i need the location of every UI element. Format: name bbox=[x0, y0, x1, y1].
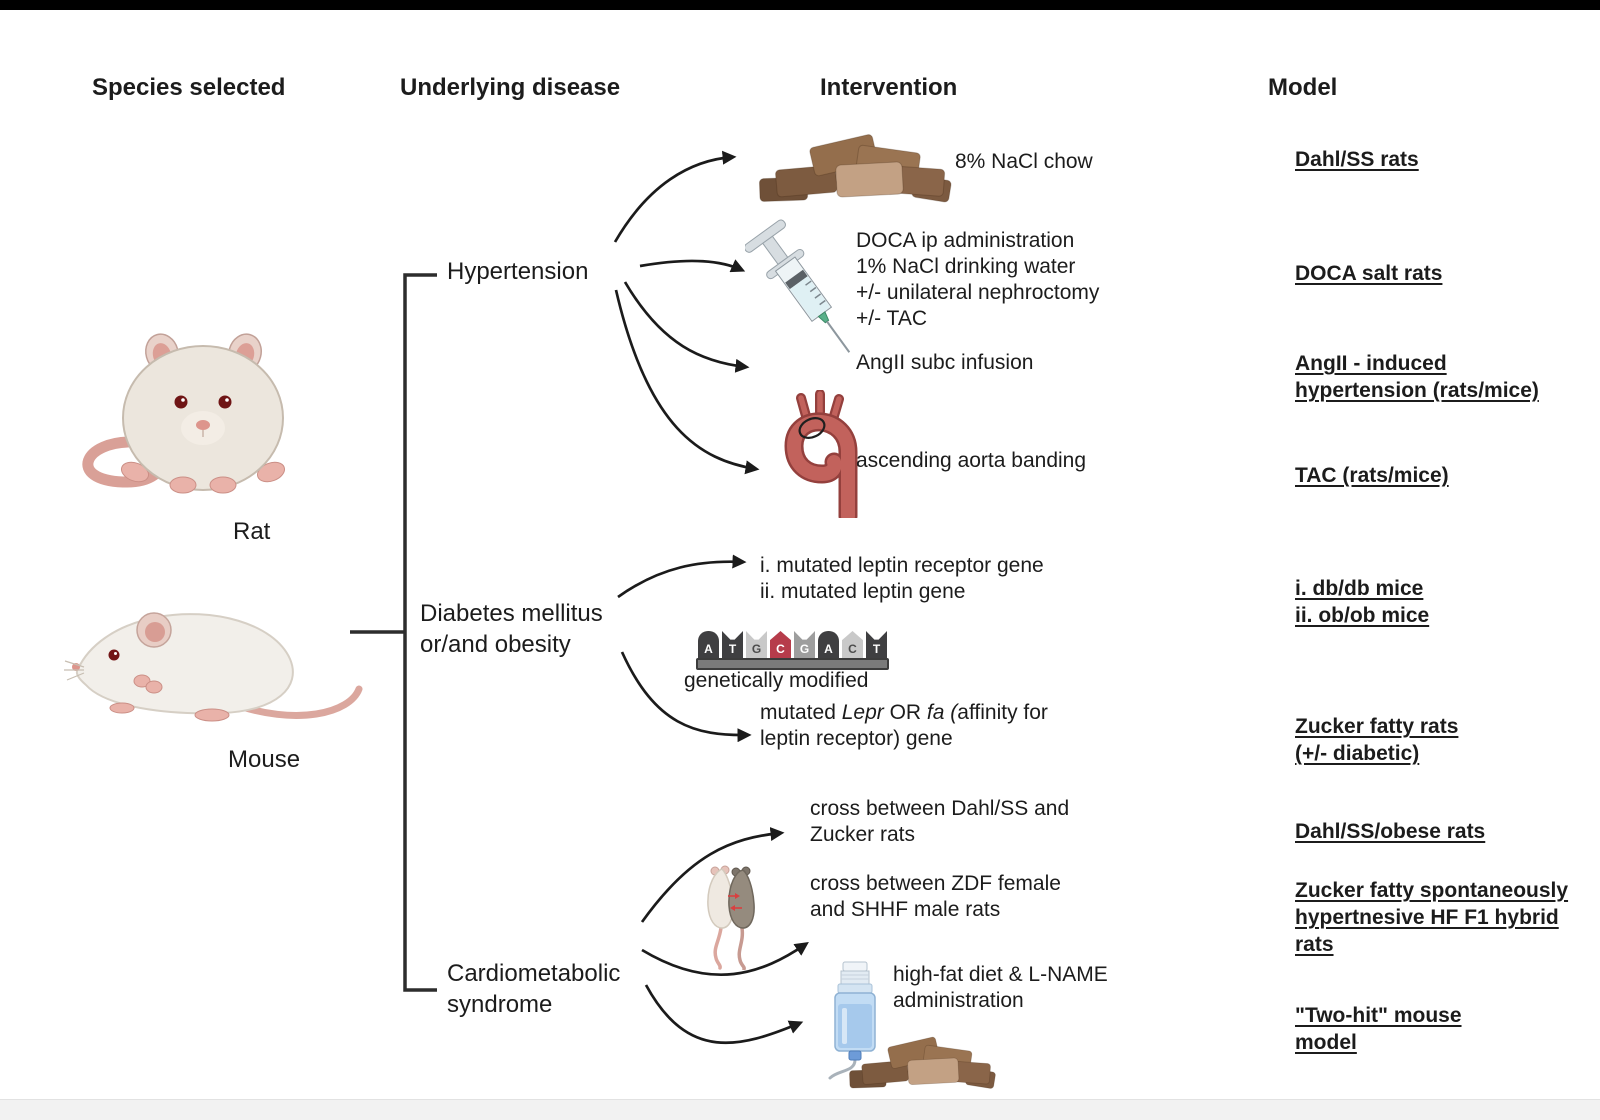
model-dahl-ss-rats: Dahl/SS rats bbox=[1295, 148, 1419, 171]
rat-front-icon bbox=[82, 333, 286, 494]
model-dahl-ss-obese-rats: Dahl/SS/obese rats bbox=[1295, 820, 1486, 843]
dna-base-c2: C bbox=[842, 631, 863, 658]
bottom-border-strip bbox=[0, 1099, 1600, 1120]
dna-base-a1: A bbox=[698, 631, 719, 658]
intervention-cross-zdf-shhf: cross between ZDF female and SHHF male r… bbox=[810, 872, 1061, 921]
disease-cardiometabolic: Cardiometabolic syndrome bbox=[447, 960, 621, 1018]
arrow-hypertension-aorta bbox=[614, 289, 760, 475]
model-dbdb-obob-mice: i. db/db mice ii. ob/ob mice bbox=[1295, 577, 1430, 627]
arrow-diabetes-leptin bbox=[617, 554, 747, 599]
drinking-bottle-icon bbox=[828, 961, 876, 1080]
intervention-doca: DOCA ip administration 1% NaCl drinking … bbox=[856, 229, 1100, 330]
model-zucker-fatty-rats: Zucker fatty rats (+/- diabetic) bbox=[1295, 715, 1459, 765]
dna-base-c1-mutated: C bbox=[770, 631, 791, 658]
arrow-cardio-highfat bbox=[644, 984, 804, 1045]
header-model: Model bbox=[1268, 74, 1338, 101]
intervention-aorta-banding: ascending aorta banding bbox=[856, 449, 1087, 472]
intervention-nacl-chow: 8% NaCl chow bbox=[955, 150, 1093, 173]
mice-crossbreeding-icon bbox=[707, 865, 755, 970]
food-pellets-icon bbox=[756, 120, 956, 208]
arrow-hypertension-angii bbox=[623, 281, 750, 373]
intervention-leptin-genes: i. mutated leptin receptor gene ii. muta… bbox=[760, 554, 1044, 603]
intervention-highfat-lname: high-fat diet & L-NAME administration bbox=[893, 963, 1108, 1012]
mouse-label: Mouse bbox=[228, 746, 301, 773]
arrow-hypertension-doca bbox=[639, 259, 746, 273]
intervention-cross-dahl-zucker: cross between Dahl/SS and Zucker rats bbox=[810, 797, 1070, 846]
header-disease: Underlying disease bbox=[400, 74, 621, 101]
intervention-mutated-lepr: mutated Lepr OR fa (affinity for leptin … bbox=[760, 701, 1048, 750]
model-doca-salt-rats: DOCA salt rats bbox=[1295, 262, 1443, 285]
dna-base-t1: T bbox=[722, 631, 743, 658]
syringe-icon bbox=[745, 219, 851, 353]
genetically-modified-label: genetically modified bbox=[684, 669, 869, 692]
intervention-angii: AngII subc infusion bbox=[856, 351, 1034, 374]
mouse-side-icon bbox=[64, 612, 363, 722]
header-species: Species selected bbox=[92, 74, 286, 101]
dna-sequence-icon: A T G C G A C T bbox=[696, 631, 889, 670]
header-intervention: Intervention bbox=[820, 74, 958, 101]
model-angii-induced: AngII - induced hypertension (rats/mice) bbox=[1295, 352, 1539, 402]
aorta-banding-icon bbox=[784, 390, 858, 518]
disease-diabetes: Diabetes mellitus or/and obesity bbox=[420, 600, 603, 658]
dna-base-t2: T bbox=[866, 631, 887, 658]
arrow-hypertension-chow bbox=[613, 150, 737, 243]
dna-strand-bar bbox=[696, 658, 889, 670]
disease-hypertension: Hypertension bbox=[447, 258, 589, 285]
food-pellets-small-icon bbox=[848, 1026, 998, 1093]
model-zsf1-hybrid-rats: Zucker fatty spontaneously hypertnesive … bbox=[1295, 879, 1569, 956]
dna-base-g2: G bbox=[794, 631, 815, 658]
rat-label: Rat bbox=[233, 518, 271, 545]
model-tac: TAC (rats/mice) bbox=[1295, 464, 1449, 487]
dna-base-a2: A bbox=[818, 631, 839, 658]
dna-base-g1: G bbox=[746, 631, 767, 658]
top-border-bar bbox=[0, 0, 1600, 10]
model-two-hit-mouse: "Two-hit" mouse model bbox=[1295, 1004, 1462, 1054]
